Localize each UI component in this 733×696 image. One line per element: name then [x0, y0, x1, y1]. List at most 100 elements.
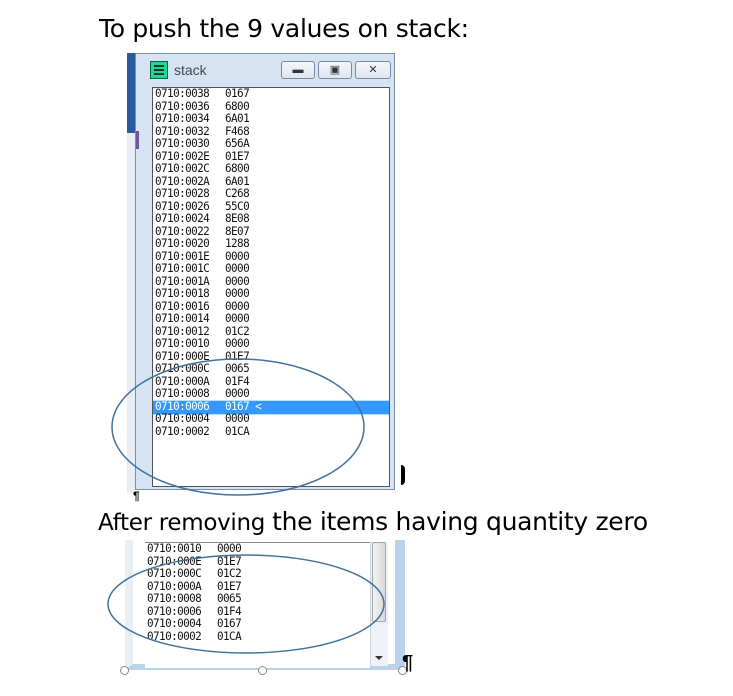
close-button[interactable]: ✕	[355, 61, 391, 79]
stack-address: 0710:0026	[155, 199, 210, 213]
decorative-marker	[136, 131, 139, 149]
stack-row[interactable]: 0710:0038 0167	[153, 88, 389, 101]
pilcrow-mark: ¶	[402, 652, 414, 674]
window-title: stack	[174, 62, 207, 78]
stack-value: F468	[225, 124, 250, 138]
heading-rest: the items having quantity zero	[272, 507, 648, 536]
stack-address: 0710:002C	[155, 161, 210, 176]
stack-row[interactable]: 0710:0032 F468	[153, 124, 389, 138]
stack-row[interactable]: 0710:0012 01C2	[153, 324, 389, 338]
stack-value: 8E08	[225, 211, 250, 226]
pilcrow-mark: ¶	[133, 489, 140, 503]
stack-value: 6800	[225, 99, 250, 113]
stack-address: 0710:001E	[155, 249, 210, 263]
stack-app-icon	[150, 61, 168, 79]
stack-address: 0710:0012	[155, 324, 210, 338]
maximize-button[interactable]: ▣	[318, 61, 352, 79]
stack-value: 8E07	[225, 224, 250, 238]
heading-push-values: To push the 9 values on stack:	[99, 14, 469, 43]
stack-value: 6A01	[225, 174, 250, 188]
stack-value: 0000	[225, 386, 250, 401]
stack-value: 01CA	[217, 629, 242, 643]
stack-address: 0710:001A	[155, 274, 210, 288]
stack-value: 01CA	[225, 424, 250, 438]
image-resize-handle[interactable]	[258, 666, 267, 675]
stack-address: 0710:002E	[155, 149, 210, 163]
stack-row[interactable]: 0710:001A 0000	[153, 274, 389, 288]
stack-address: 0710:0018	[155, 286, 210, 301]
stack-address: 0710:0034	[155, 111, 210, 126]
stack-address: 0710:0030	[155, 136, 210, 151]
stack-value: 0065	[225, 361, 250, 376]
image-resize-handle[interactable]	[398, 666, 407, 675]
stack-row[interactable]: 0710:0010 0000	[145, 543, 370, 556]
stack-value: 6800	[225, 161, 250, 176]
maximize-icon: ▣	[329, 64, 341, 76]
close-icon: ✕	[368, 64, 378, 76]
stack-row[interactable]: 0710:0014 0000	[153, 311, 389, 326]
stack-value: 0000	[225, 411, 250, 426]
stack-address: 0710:0022	[155, 224, 210, 238]
stack-address: 0710:0002	[155, 424, 210, 438]
stack-value: 0000	[225, 311, 250, 326]
stack-row[interactable]: 0710:0028 C268	[153, 186, 389, 201]
scroll-down-arrow-icon[interactable]	[375, 656, 383, 660]
stack-value: 0167	[225, 87, 250, 101]
title-bar[interactable]: stack ▬ ▣ ✕	[136, 54, 394, 87]
stack-value: 0167	[217, 616, 242, 631]
stack-row[interactable]: 0710:002A 6A01	[153, 174, 389, 188]
background-window-edge	[127, 53, 135, 133]
minimize-button[interactable]: ▬	[281, 61, 315, 79]
stack-row[interactable]: 0710:0026 55C0	[153, 199, 389, 213]
stack-value: 0000	[225, 299, 250, 313]
stack-value: 0000	[225, 336, 250, 351]
stack-address: 0710:0010	[155, 336, 210, 351]
stack-value: 6A01	[225, 111, 250, 126]
stack-row[interactable]: 0710:0018 0000	[153, 286, 389, 301]
stack-row[interactable]: 0710:0036 6800	[153, 99, 389, 113]
heading-after-removing: After removing the items having quantity…	[98, 507, 648, 536]
vertical-scrollbar[interactable]	[370, 542, 388, 666]
stack-address: 0710:0016	[155, 299, 210, 313]
stack-address: 0710:0010	[147, 542, 202, 556]
stack-row[interactable]: 0710:0010 0000	[153, 336, 389, 351]
background-window-edge	[127, 133, 135, 493]
heading-prefix: After removing	[98, 510, 273, 536]
stack-address: 0710:0038	[155, 87, 210, 101]
stack-row[interactable]: 0710:0022 8E07	[153, 224, 389, 238]
stack-value: 0000	[225, 261, 250, 276]
stack-address: 0710:001C	[155, 261, 210, 276]
stack-value: C268	[225, 186, 250, 201]
stack-address: 0710:002A	[155, 174, 210, 188]
stack-row[interactable]: 0710:002C 6800	[153, 161, 389, 176]
stack-address: 0710:0028	[155, 186, 210, 201]
stack-address: 0710:0014	[155, 311, 210, 326]
image-resize-handle[interactable]	[120, 666, 129, 675]
stack-row[interactable]: 0710:0002 01CA	[153, 424, 389, 438]
stack-row[interactable]: 0710:0034 6A01	[153, 111, 389, 126]
stack-value: 0000	[225, 286, 250, 301]
stack-value: 01C2	[225, 324, 250, 338]
current-pointer-marker: <	[255, 399, 262, 413]
stack-value: 0000	[217, 542, 242, 556]
stack-value: 55C0	[225, 199, 250, 213]
stack-value: 1288	[225, 236, 250, 251]
scrollbar-thumb[interactable]	[372, 542, 386, 622]
stack-value: 0000	[225, 274, 250, 288]
stack-address: 0710:0002	[147, 629, 202, 643]
stack-row[interactable]: 0710:0016 0000	[153, 299, 389, 313]
resize-handle[interactable]	[401, 465, 405, 485]
stack-address: 0710:0032	[155, 124, 210, 138]
stack-address: 0710:0036	[155, 99, 210, 113]
stack-value: 01C2	[217, 566, 242, 581]
stack-row[interactable]: 0710:0002 01CA	[145, 629, 370, 643]
stack-row[interactable]: 0710:001C 0000	[153, 261, 389, 276]
